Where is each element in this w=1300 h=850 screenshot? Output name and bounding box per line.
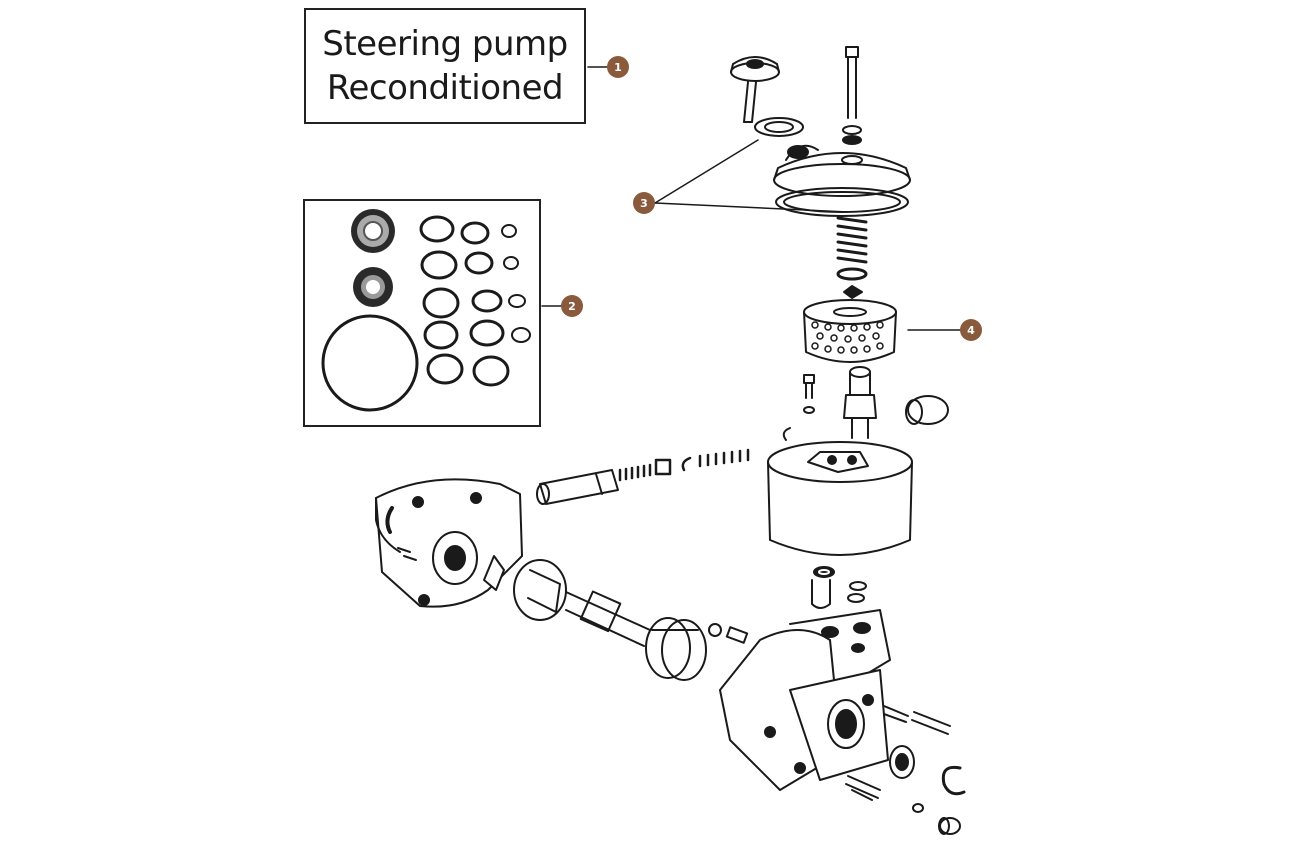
shaft-seal-part [890,746,914,778]
rotor-shaft-part [484,556,650,646]
spring-part [838,218,866,262]
mounting-bracket-part [720,610,890,790]
reservoir-bowl-part [768,428,912,555]
callout-4: 4 [960,319,982,341]
product-title-box: Steering pump Reconditioned [304,8,586,124]
seal-kit-box [303,199,541,427]
ball-bearing-icon [351,209,395,253]
bowl-seal-part [814,567,834,577]
union-fitting-part [844,367,876,438]
leader-lines [542,67,962,330]
callout-3: 3 [633,192,655,214]
drive-ring-part [646,618,706,680]
callout-2: 2 [561,295,583,317]
cap-washer-part [755,118,803,136]
title-line-2: Reconditioned [326,68,564,108]
callout-1: 1 [607,56,629,78]
spool-valve-part [537,470,618,504]
relief-valve-spring-part [620,450,748,480]
oil-seal-icon [353,267,393,307]
long-bolt-part [843,47,861,144]
pump-body-part [376,479,522,606]
o-ring-set-icon [419,215,531,387]
circlip-part [943,767,964,793]
side-nut-part [906,396,948,424]
filter-element-part [804,300,896,362]
lid-gasket-part [776,188,908,216]
title-line-1: Steering pump [322,24,568,64]
filler-cap-part [731,57,779,122]
seal-kit-drawing [321,209,531,412]
reservoir-lid-part [774,146,910,196]
small-bolt-part [804,375,814,413]
large-o-ring-icon [321,314,419,412]
bracket-bolts-part [846,706,950,800]
end-nut-part [939,818,960,834]
